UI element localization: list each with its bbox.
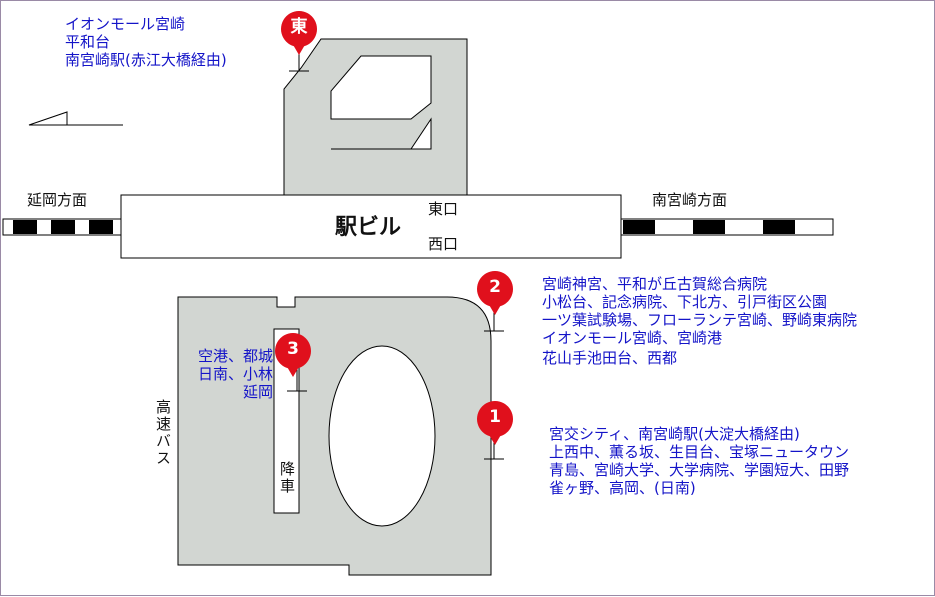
west-lot: [177, 296, 492, 576]
destination-line: 宮崎神宮、平和が丘古賀総合病院: [542, 275, 768, 293]
east-lot: [283, 38, 468, 196]
direction-right-label: 南宮崎方面: [652, 191, 728, 209]
stop-3-destinations: 空港、都城 日南、小林 延岡: [177, 347, 273, 401]
direction-left-label: 延岡方面: [27, 191, 88, 209]
destination-line: イオンモール宮崎、宮崎港: [542, 329, 723, 347]
destination-line: 南宮崎駅(赤江大橋経由): [65, 51, 227, 69]
destination-line: 空港、都城: [197, 347, 273, 365]
north-arrow-icon: [28, 111, 123, 126]
stop-marker-1[interactable]: 1: [475, 399, 515, 461]
drop-off-label: 降車: [278, 461, 296, 495]
destination-line: 一ツ葉試験場、フローランテ宮崎、野崎東病院: [542, 311, 858, 329]
destination-line: 花山手池田台、西都: [542, 349, 678, 367]
destination-line: 小松台、記念病院、下北方、引戸街区公園: [542, 293, 828, 311]
destination-line: 上西中、薫る坂、生目台、宝塚ニュータウン: [549, 443, 850, 461]
destination-line: 宮交シティ、南宮崎駅(大淀大橋経由): [549, 425, 800, 443]
stop-marker-2-id: 2: [489, 277, 501, 297]
destination-line: 日南、小林: [197, 365, 273, 383]
destination-line: イオンモール宮崎: [65, 15, 186, 33]
station-building-label: 駅ビル: [335, 215, 402, 240]
stop-marker-2[interactable]: 2: [475, 269, 515, 331]
stop-marker-3[interactable]: 3: [273, 331, 313, 393]
stop-east-destinations: イオンモール宮崎 平和台 南宮崎駅(赤江大橋経由): [65, 15, 227, 69]
destination-line: 延岡: [242, 383, 273, 401]
east-exit-label: 東口: [428, 200, 459, 218]
stop-marker-east[interactable]: 東: [279, 9, 319, 71]
destination-line: 雀ヶ野、高岡、(日南): [549, 479, 696, 497]
station-building-outline: [120, 194, 622, 259]
stop-2-destinations: 宮崎神宮、平和が丘古賀総合病院 小松台、記念病院、下北方、引戸街区公園 一ツ葉試…: [542, 275, 857, 367]
stop-1-destinations: 宮交シティ、南宮崎駅(大淀大橋経由) 上西中、薫る坂、生目台、宝塚ニュータウン …: [549, 425, 849, 497]
highway-bus-label: 高速バス: [154, 399, 172, 467]
railway-right: [620, 218, 834, 236]
stop-marker-1-id: 1: [489, 407, 501, 427]
railway-left: [2, 218, 122, 236]
stop-marker-east-id: 東: [290, 17, 308, 37]
stop-marker-3-id: 3: [287, 339, 299, 359]
west-exit-label: 西口: [428, 235, 459, 253]
destination-line: 平和台: [65, 33, 111, 51]
destination-line: 青島、宮崎大学、大学病院、学園短大、田野: [549, 461, 850, 479]
